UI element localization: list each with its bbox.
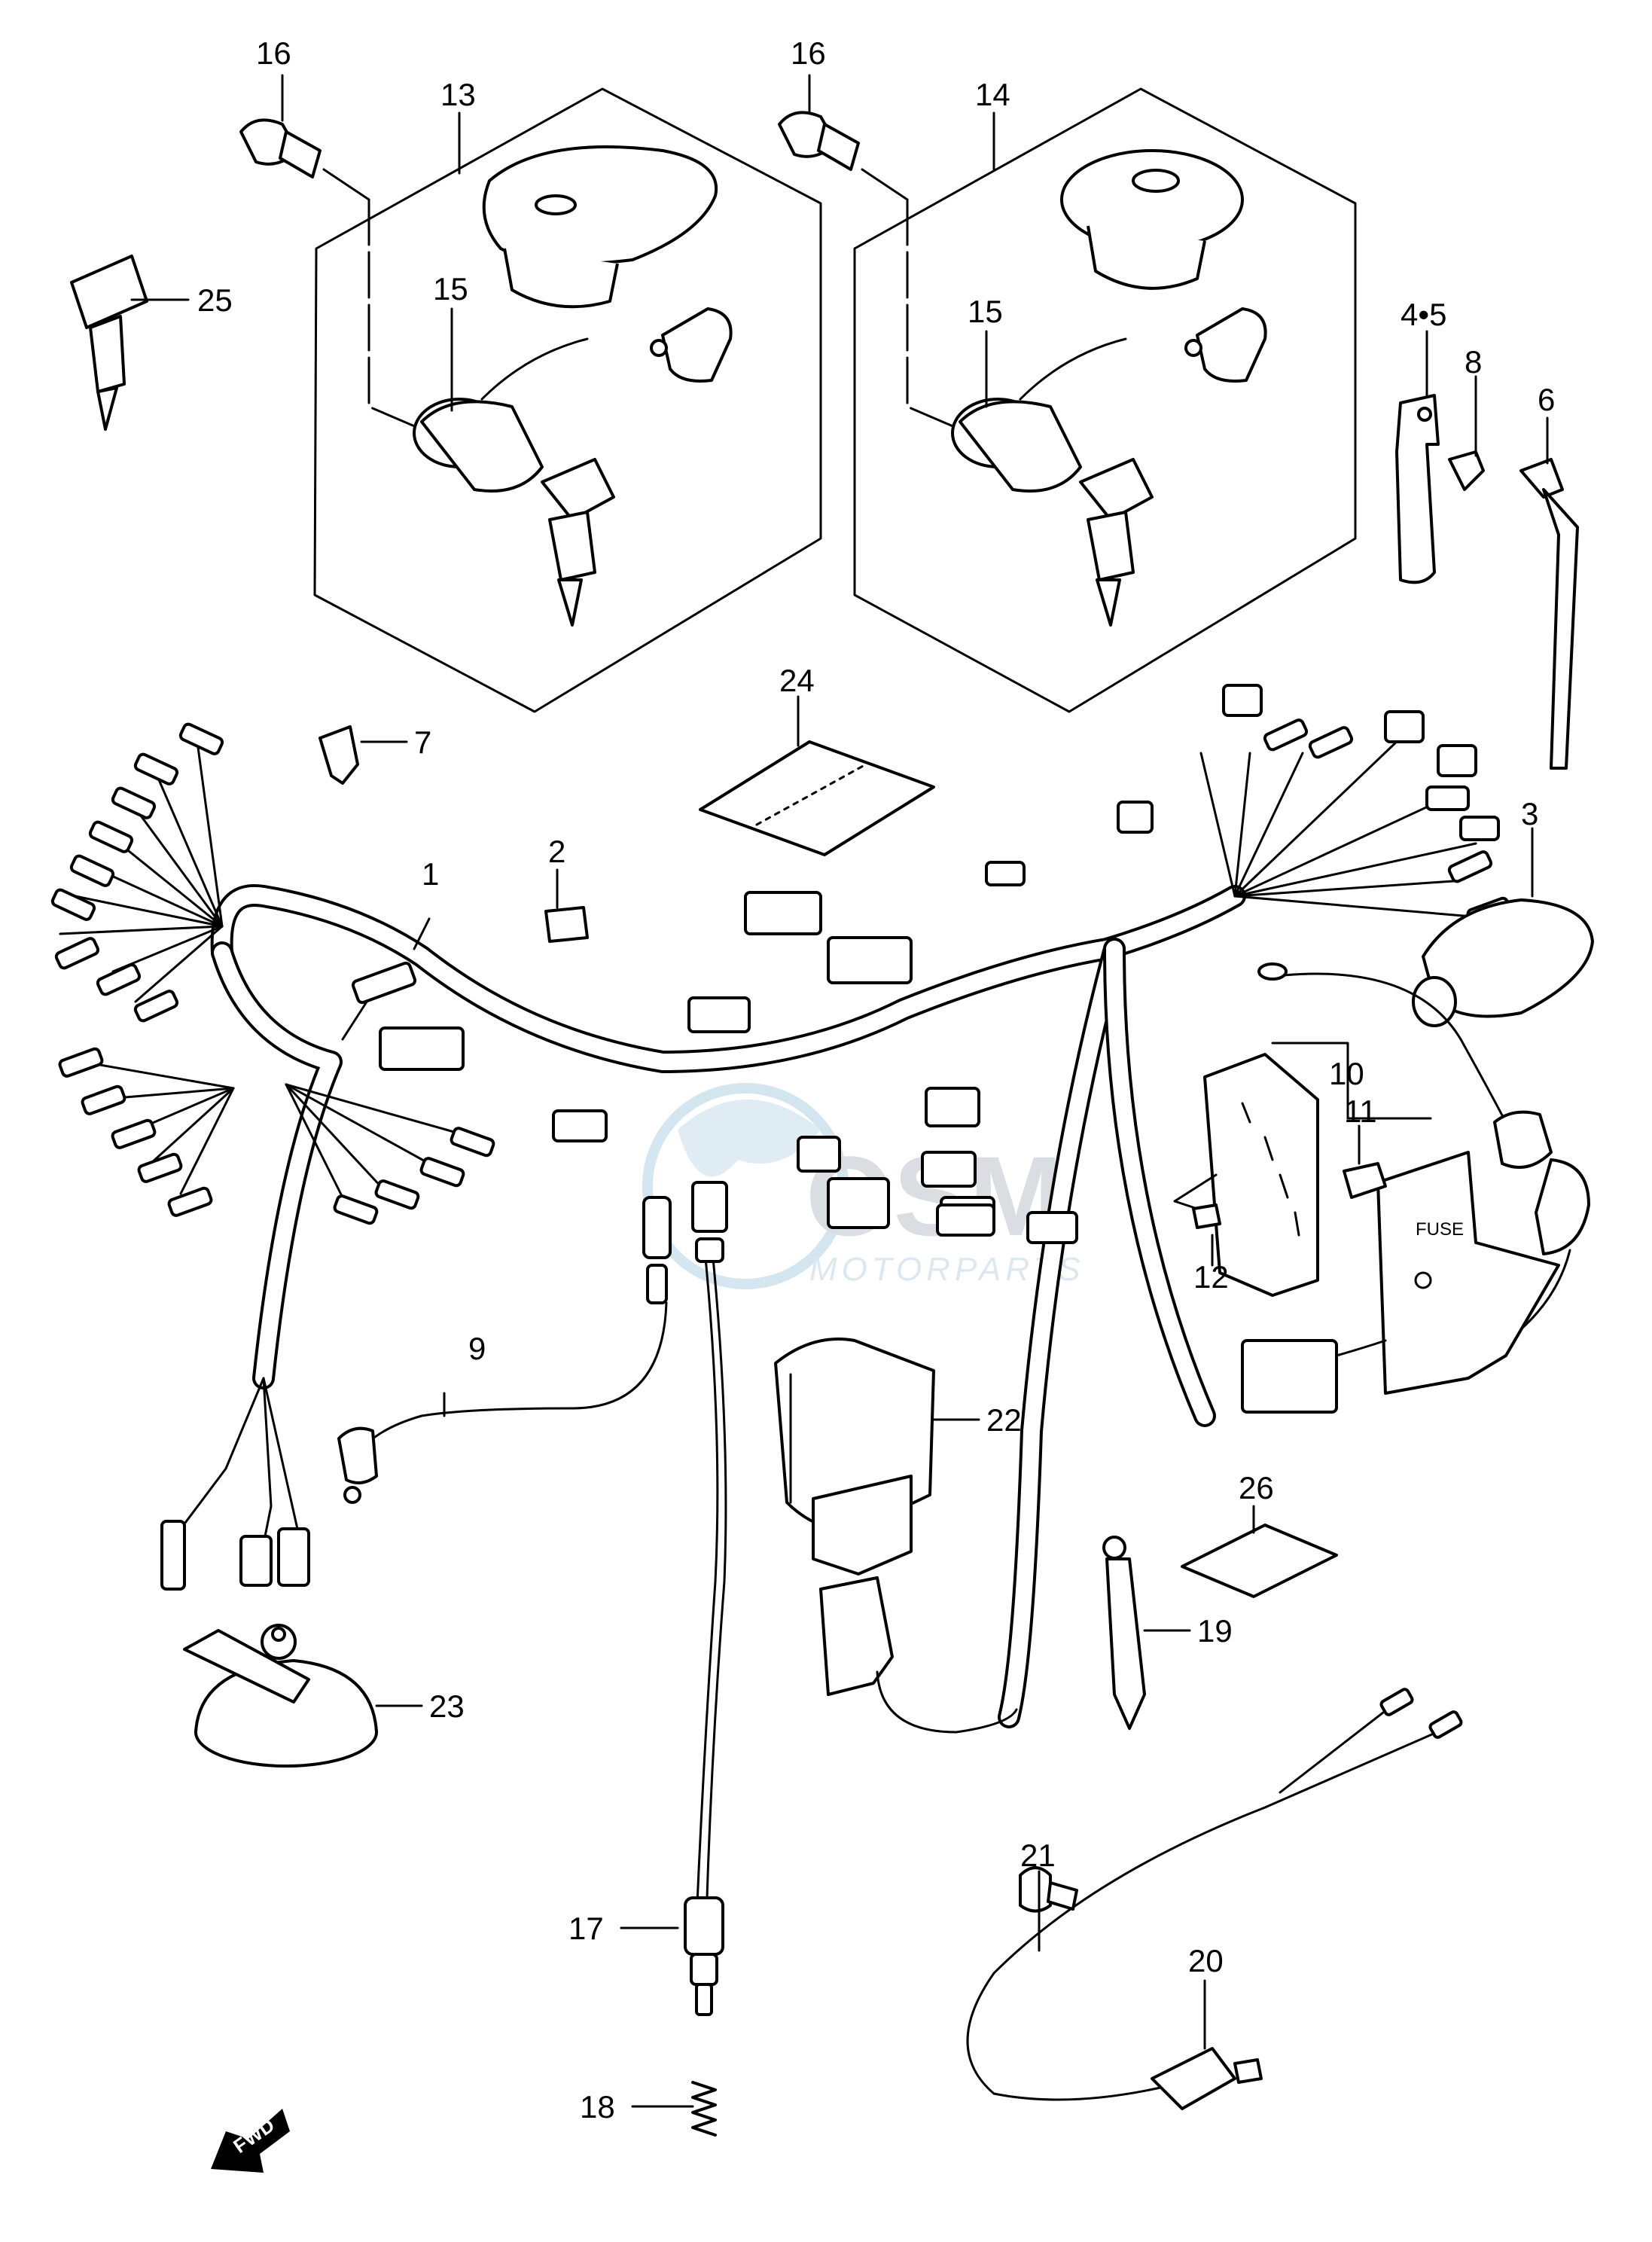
main-wiring-harness-1 [50, 684, 1512, 1728]
bolt-8 [1448, 450, 1485, 491]
callout-24: 24 [779, 663, 815, 698]
callout-3: 3 [1521, 796, 1538, 831]
ignition-switch-set-13 [313, 87, 822, 713]
callout-23: 23 [429, 1688, 465, 1724]
fuse-box-text: FUSE [1416, 1219, 1464, 1240]
horn-23 [183, 1624, 378, 1768]
bolt-16-right [778, 111, 860, 171]
lead-wire-right [1257, 962, 1590, 1331]
callout-18: 18 [580, 2089, 615, 2125]
key-blank-25 [70, 255, 148, 431]
cable-tie-6 [1519, 458, 1579, 770]
callout-21: 21 [1020, 1838, 1056, 1873]
callout-15b: 15 [968, 294, 1003, 329]
brake-switch-17 [684, 1896, 724, 2016]
callout-15a: 15 [433, 271, 468, 307]
lead-wire-20 [966, 1688, 1463, 2110]
lead-wire-9 [337, 1196, 672, 1504]
label-26 [1181, 1524, 1338, 1598]
callout-26: 26 [1239, 1470, 1274, 1505]
ground-lead-19 [1102, 1536, 1146, 1730]
label-24 [699, 740, 935, 856]
callout-16b: 16 [791, 35, 826, 71]
forward-direction-arrow: FWD [211, 2109, 290, 2173]
relay-22 [774, 1338, 1018, 1734]
leader-lines [130, 74, 1549, 2108]
callout-19: 19 [1197, 1613, 1233, 1649]
bolt-16-left [239, 118, 322, 178]
callout-11: 11 [1344, 1094, 1377, 1129]
clip-7 [319, 725, 359, 785]
callout-25: 25 [197, 282, 233, 318]
ignition-switch-set-14 [853, 87, 1357, 713]
callout-9: 9 [468, 1331, 486, 1366]
screw-21 [1019, 1866, 1078, 1913]
bracket-4-5 [1395, 394, 1440, 584]
screw-12 [1192, 1203, 1221, 1229]
condenser-3 [1412, 898, 1594, 1027]
callout-6: 6 [1538, 382, 1555, 417]
callout-4-5: 4•5 [1401, 297, 1446, 332]
callout-16a: 16 [256, 35, 291, 71]
lead-wire-17 [691, 1181, 728, 1922]
callout-22: 22 [986, 1402, 1022, 1438]
callout-12: 12 [1193, 1259, 1229, 1295]
callout-13: 13 [440, 77, 476, 112]
callout-2: 2 [548, 834, 565, 869]
callout-numbers: 16 13 16 14 15 15 25 4•5 8 6 7 24 2 3 1 … [197, 35, 1555, 2125]
terminal-2 [544, 906, 589, 943]
callout-14: 14 [975, 77, 1010, 112]
fuse-11 [1343, 1162, 1387, 1199]
callout-8: 8 [1465, 344, 1482, 380]
spring-18 [691, 2081, 717, 2137]
callout-10: 10 [1329, 1056, 1364, 1091]
callout-1: 1 [422, 856, 439, 892]
watermark-subtitle: MOTORPARTS [809, 1251, 1085, 1288]
fuse-box-10: FUSE [1173, 1042, 1560, 1414]
callout-7: 7 [414, 724, 431, 760]
callout-20: 20 [1188, 1943, 1224, 1978]
callout-17: 17 [568, 1911, 604, 1946]
